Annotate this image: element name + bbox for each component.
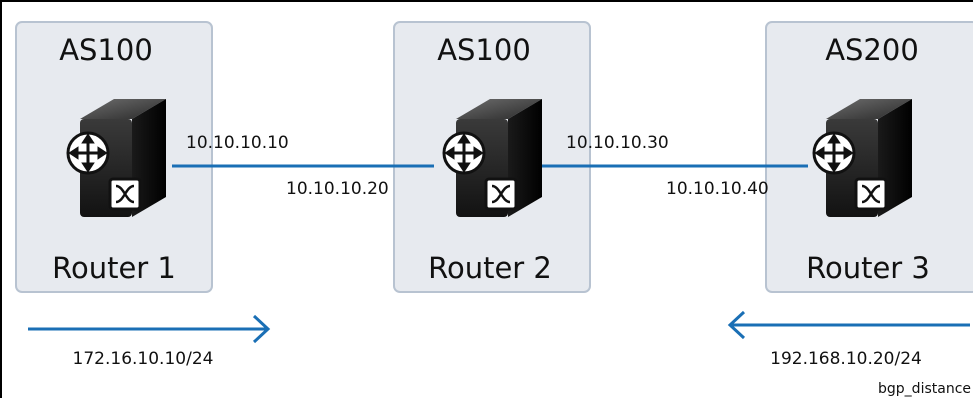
router-label-3: Router 3 bbox=[806, 251, 930, 285]
arrow-right-icon bbox=[28, 314, 271, 344]
figure-id: bgp_distance bbox=[878, 381, 971, 397]
prefix-router-3: 192.168.10.20/24 bbox=[770, 349, 922, 369]
as-label-router-1: AS100 bbox=[59, 33, 153, 67]
arrow-left-icon bbox=[727, 310, 970, 340]
router-label-1: Router 1 bbox=[52, 251, 176, 285]
as-label-router-3: AS200 bbox=[825, 33, 919, 67]
router-label-2: Router 2 bbox=[428, 251, 552, 285]
prefix-router-1: 172.16.10.10/24 bbox=[73, 349, 214, 369]
ip-router2-link2: 10.10.10.30 bbox=[566, 133, 669, 153]
as-label-router-2: AS100 bbox=[437, 33, 531, 67]
ip-router2-link1: 10.10.10.20 bbox=[286, 179, 389, 199]
ip-router1-link1: 10.10.10.10 bbox=[186, 133, 289, 153]
ip-router3-link2: 10.10.10.40 bbox=[666, 179, 769, 199]
